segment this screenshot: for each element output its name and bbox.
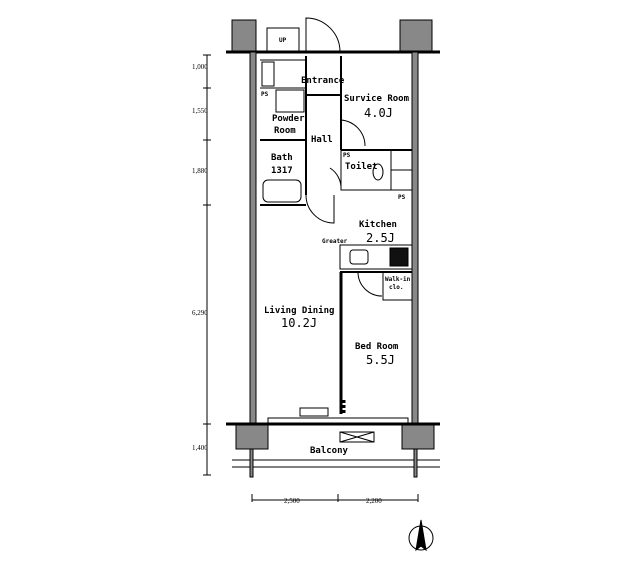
entrance-label: Entrance	[301, 76, 345, 86]
service-room-label: Survice Room	[344, 93, 410, 104]
pillar-top-left	[231, 19, 257, 53]
kitchen-label: Kitchen	[359, 219, 397, 230]
room-labels: UP Entrance Survice Room 4.0J Hall Powde…	[261, 37, 411, 456]
kitchen-counter	[339, 244, 413, 270]
ps-label: PS	[343, 152, 351, 159]
powder-room-label: Powder	[272, 114, 305, 124]
dim-label: 2,500	[284, 497, 300, 505]
bottom-dimension-labels: 2,500 2,200	[284, 497, 382, 505]
pillar-top-right	[399, 19, 433, 53]
left-dimension-labels: 1,000 1,550 1,880 6,290 1,400	[192, 63, 208, 452]
kitchen-size: 2.5J	[366, 231, 395, 245]
bath-label: Bath	[271, 153, 293, 163]
dimension-lines	[203, 54, 419, 502]
balcony-label: Balcony	[310, 446, 349, 456]
north-arrow-icon	[408, 519, 434, 552]
toilet-label: Toilet	[345, 161, 378, 172]
dim-label: 1,000	[192, 63, 208, 71]
dim-label: 1,400	[192, 444, 208, 452]
living-dining-size: 10.2J	[281, 316, 317, 330]
living-dining-label: Living Dining	[264, 305, 334, 316]
pillar-bottom-left	[235, 424, 269, 450]
outdoor-unit	[339, 431, 375, 443]
walk-in-closet-label: clo.	[389, 284, 403, 291]
bath-size: 1317	[271, 166, 293, 176]
bed-room-size: 5.5J	[366, 353, 395, 367]
dim-label: 6,290	[192, 309, 208, 317]
pillar-bottom-right	[401, 424, 435, 450]
ps-label: PS	[261, 91, 269, 98]
bathtub	[262, 179, 302, 203]
walls	[226, 17, 440, 478]
dim-label: 1,880	[192, 167, 208, 175]
heater-label: Greater	[322, 238, 348, 245]
dim-label: 1,550	[192, 107, 208, 115]
powder-room-label: Room	[274, 126, 296, 136]
service-room-size: 4.0J	[364, 106, 393, 120]
up-label: UP	[279, 37, 287, 44]
dim-label: 2,200	[366, 497, 382, 505]
bed-room-label: Bed Room	[355, 342, 399, 352]
walk-in-closet-label: Walk-in	[385, 276, 411, 283]
hall-label: Hall	[311, 135, 333, 145]
ps-label: PS	[398, 194, 406, 201]
